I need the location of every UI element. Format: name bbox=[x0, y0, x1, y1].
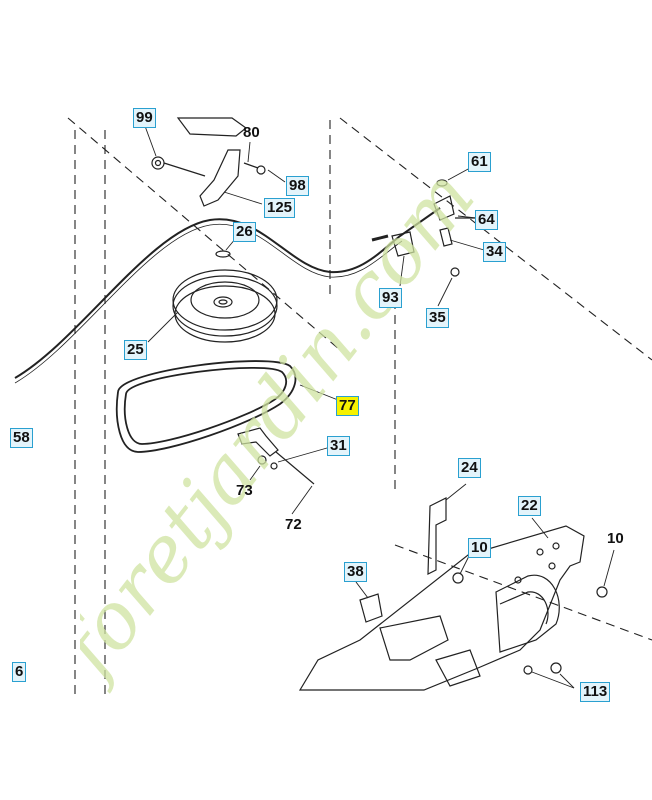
callout-80[interactable]: 80 bbox=[243, 124, 260, 141]
leader-lines bbox=[144, 125, 615, 689]
control-cable bbox=[14, 207, 441, 379]
callout-26[interactable]: 26 bbox=[233, 222, 256, 242]
callout-22[interactable]: 22 bbox=[518, 496, 541, 516]
callout-125[interactable]: 125 bbox=[264, 198, 296, 218]
cable-bracket-93 bbox=[371, 179, 478, 277]
callout-93[interactable]: 93 bbox=[379, 288, 402, 308]
dashed-boundaries bbox=[67, 117, 652, 695]
callout-72[interactable]: 72 bbox=[285, 516, 302, 533]
belt-77 bbox=[115, 360, 297, 453]
lever-bracket-125 bbox=[151, 117, 266, 207]
callout-31[interactable]: 31 bbox=[327, 436, 350, 456]
callout-77[interactable]: 77 bbox=[336, 396, 359, 416]
callout-10-right[interactable]: 10 bbox=[607, 530, 624, 547]
callout-73[interactable]: 73 bbox=[236, 482, 253, 499]
callout-98[interactable]: 98 bbox=[286, 176, 309, 196]
callout-10-left[interactable]: 10 bbox=[468, 538, 491, 558]
callout-113[interactable]: 113 bbox=[580, 682, 611, 702]
callout-64[interactable]: 64 bbox=[475, 210, 498, 230]
callout-38[interactable]: 38 bbox=[344, 562, 367, 582]
callout-24[interactable]: 24 bbox=[458, 458, 481, 478]
callout-61[interactable]: 61 bbox=[468, 152, 491, 172]
frame-22 bbox=[298, 497, 608, 691]
callout-99[interactable]: 99 bbox=[133, 108, 156, 128]
callout-34[interactable]: 34 bbox=[483, 242, 506, 262]
tension-rod-31 bbox=[237, 427, 315, 485]
callout-35[interactable]: 35 bbox=[426, 308, 449, 328]
callout-6[interactable]: 6 bbox=[12, 662, 27, 682]
pulley-25 bbox=[172, 250, 278, 343]
callout-58[interactable]: 58 bbox=[10, 428, 33, 448]
callout-25[interactable]: 25 bbox=[124, 340, 147, 360]
